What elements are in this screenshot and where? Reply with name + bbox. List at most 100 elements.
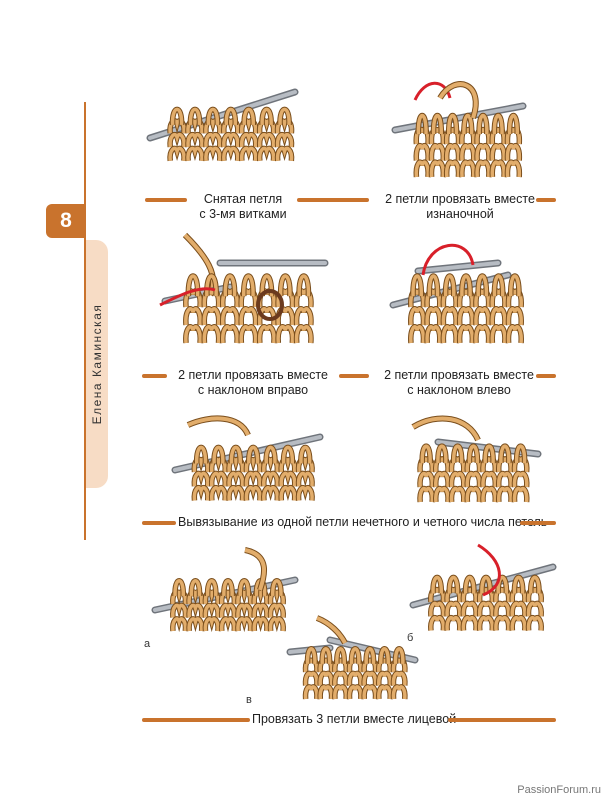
stitch xyxy=(477,601,495,617)
stitch xyxy=(497,471,513,488)
stitch xyxy=(296,471,314,487)
caption-line: 2 петли провязать вместе xyxy=(385,192,535,206)
stitch xyxy=(276,325,295,344)
stitch xyxy=(449,471,466,488)
stitch xyxy=(222,146,240,161)
stitch xyxy=(239,307,258,326)
stitch xyxy=(362,685,378,700)
knit-fabric xyxy=(191,444,315,502)
stitch xyxy=(244,457,262,473)
loop xyxy=(462,113,474,135)
stitch xyxy=(257,146,276,161)
loop xyxy=(349,646,361,664)
stitch xyxy=(461,587,478,603)
page-margin-line xyxy=(84,102,86,540)
stitch xyxy=(333,671,348,686)
stitch xyxy=(377,685,392,700)
stitch xyxy=(262,471,280,487)
loop xyxy=(463,575,476,594)
knit-fabric xyxy=(417,443,530,503)
needle xyxy=(146,88,299,142)
stitch xyxy=(219,617,237,632)
loop xyxy=(223,274,237,297)
stitch xyxy=(506,325,523,344)
caption-divider xyxy=(339,374,369,378)
stitch xyxy=(490,144,506,161)
stitch xyxy=(184,325,202,344)
stitch xyxy=(333,685,348,700)
stitch xyxy=(505,144,522,161)
stitch xyxy=(429,616,446,631)
stitch xyxy=(252,603,269,618)
stitch xyxy=(434,471,450,488)
stitch xyxy=(512,471,529,488)
stitch xyxy=(429,127,446,145)
illustration-k2tog-right-slant xyxy=(159,232,329,344)
illustration-increase-even xyxy=(411,415,542,503)
stitch xyxy=(434,486,450,503)
stitch xyxy=(474,307,491,326)
caption-line: Снятая петля xyxy=(203,192,283,206)
stitch xyxy=(252,590,269,605)
knit-fabric xyxy=(408,273,524,344)
page-number-text: 8 xyxy=(60,209,72,232)
illustration-increase-odd xyxy=(171,415,324,502)
stitch xyxy=(186,132,204,148)
stitch xyxy=(296,486,314,501)
stitch xyxy=(318,658,334,673)
page-number: 8 xyxy=(46,204,86,238)
stitch xyxy=(474,289,491,308)
stitch xyxy=(441,325,458,344)
stitch xyxy=(418,456,435,473)
loop xyxy=(492,274,505,297)
stitch xyxy=(510,601,527,617)
loop xyxy=(188,107,202,125)
knit-fabric xyxy=(428,574,544,631)
stitch xyxy=(262,486,280,501)
stitch xyxy=(494,601,511,617)
loop xyxy=(496,575,509,594)
loop xyxy=(447,113,459,135)
stitch xyxy=(252,617,269,632)
stitch xyxy=(409,307,426,326)
loop xyxy=(393,646,405,664)
stitch xyxy=(429,587,446,603)
stitch xyxy=(275,146,294,161)
stitch xyxy=(494,587,511,603)
loop xyxy=(247,445,260,464)
loop xyxy=(416,113,428,135)
stitch xyxy=(184,289,202,308)
stitch xyxy=(257,325,276,344)
stitch xyxy=(497,486,513,503)
stitch xyxy=(219,603,237,618)
stitch xyxy=(481,486,497,503)
stitch xyxy=(192,471,210,487)
stitch xyxy=(457,289,475,308)
stitch xyxy=(445,601,462,617)
stitch xyxy=(391,671,407,686)
stitch xyxy=(268,617,285,632)
loop xyxy=(476,274,489,297)
stitch xyxy=(510,587,527,603)
stitch xyxy=(227,457,245,473)
stitch xyxy=(391,685,407,700)
loop xyxy=(467,444,480,464)
loop xyxy=(205,578,218,596)
stitch xyxy=(465,471,482,488)
loop xyxy=(278,107,291,125)
stitch xyxy=(236,617,253,632)
loop xyxy=(427,274,440,297)
loop xyxy=(420,444,432,464)
stitch xyxy=(505,160,522,178)
caption-divider xyxy=(536,198,556,202)
stitch xyxy=(171,590,188,605)
caption-divider xyxy=(145,198,187,202)
stitch xyxy=(418,486,435,503)
red-working-yarn xyxy=(421,243,475,276)
loop xyxy=(242,274,255,297)
stitch xyxy=(494,616,511,631)
loop xyxy=(499,444,511,464)
loop xyxy=(364,646,376,664)
loop xyxy=(379,646,390,664)
stitch xyxy=(268,590,285,605)
